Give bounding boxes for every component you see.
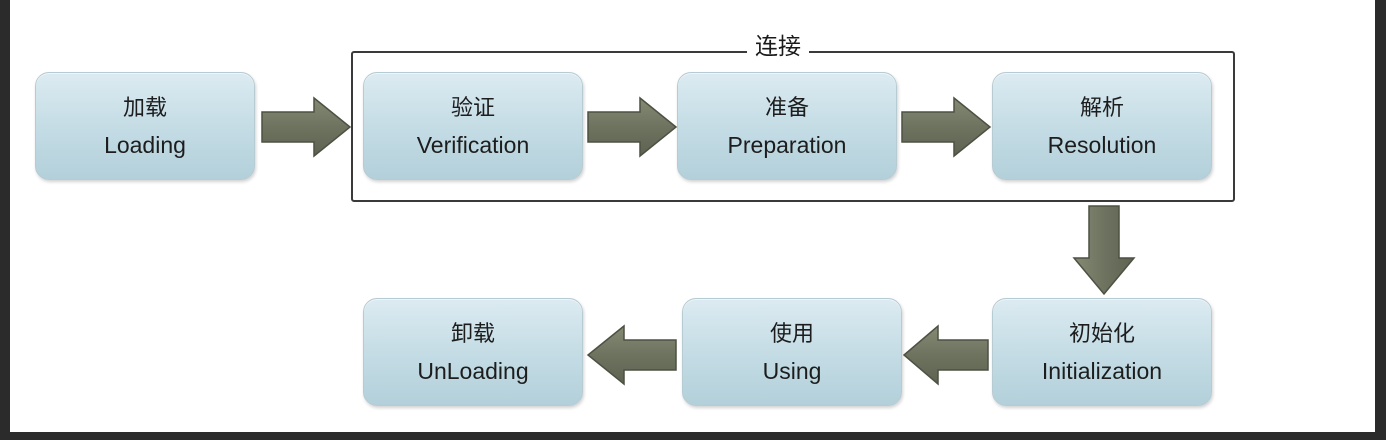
arrow-right-verification-to-preparation xyxy=(587,96,678,158)
stage-resolution: 解析 Resolution xyxy=(992,72,1212,180)
stage-preparation: 准备 Preparation xyxy=(677,72,897,180)
stage-loading: 加载 Loading xyxy=(35,72,255,180)
linking-group-label: 连接 xyxy=(747,30,809,64)
stage-unloading: 卸载 UnLoading xyxy=(363,298,583,406)
stage-verification-en: Verification xyxy=(416,132,530,158)
stage-initialization-en: Initialization xyxy=(1041,358,1163,384)
arrow-right-preparation-to-resolution xyxy=(901,96,992,158)
stage-unloading-zh: 卸载 xyxy=(450,322,495,347)
stage-initialization-zh: 初始化 xyxy=(1068,322,1135,347)
stage-preparation-en: Preparation xyxy=(727,132,847,158)
arrow-left-using-to-unloading xyxy=(586,324,677,386)
stage-verification: 验证 Verification xyxy=(363,72,583,180)
stage-unloading-en: UnLoading xyxy=(417,358,529,384)
stage-using-en: Using xyxy=(762,358,822,384)
stage-resolution-zh: 解析 xyxy=(1079,96,1124,121)
arrow-left-initialization-to-using xyxy=(902,324,989,386)
stage-using: 使用 Using xyxy=(682,298,902,406)
stage-loading-en: Loading xyxy=(104,132,186,158)
arrow-down-resolution-to-initialization xyxy=(1072,205,1136,296)
arrow-right-loading-to-verification xyxy=(261,96,352,158)
stage-initialization: 初始化 Initialization xyxy=(992,298,1212,406)
stage-preparation-zh: 准备 xyxy=(764,96,809,121)
diagram-canvas: 连接 加载 Loading 验证 Verification 准备 Prepara… xyxy=(10,0,1375,432)
stage-using-zh: 使用 xyxy=(769,322,814,347)
stage-verification-zh: 验证 xyxy=(450,96,495,121)
stage-resolution-en: Resolution xyxy=(1047,132,1157,158)
stage-loading-zh: 加载 xyxy=(122,96,167,121)
